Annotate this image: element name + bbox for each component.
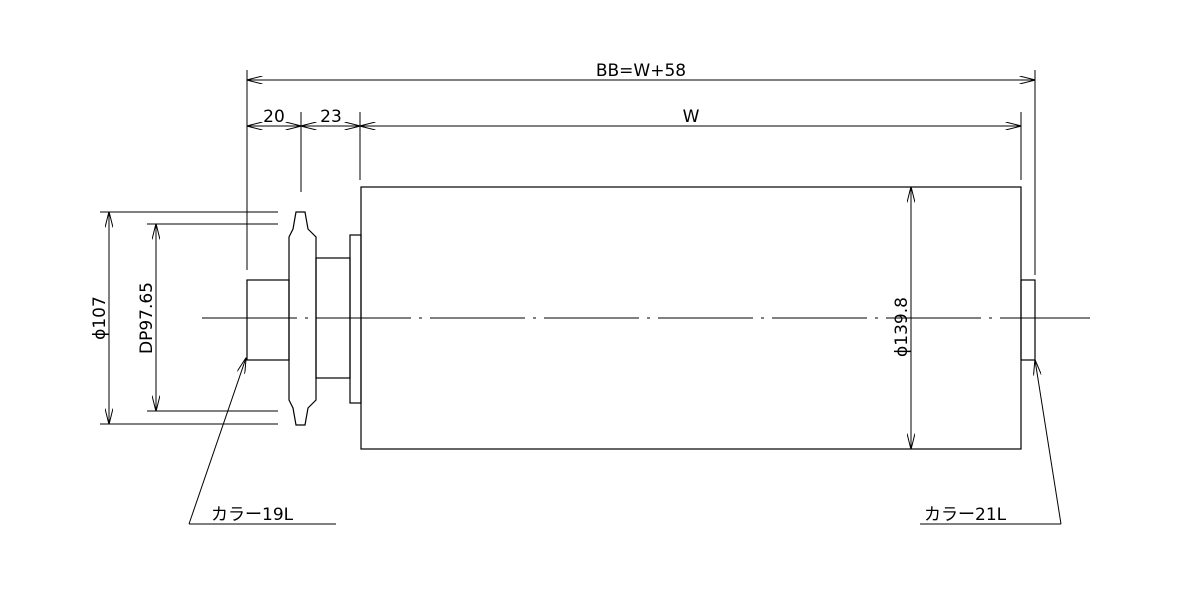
leader-line-right xyxy=(1035,360,1062,525)
right-collar-label: カラー21L xyxy=(924,505,1007,525)
overall-length-label: BB=W+58 xyxy=(596,61,686,81)
face-width-label: W xyxy=(683,107,700,127)
left-collar-label: カラー19L xyxy=(211,505,294,525)
hub-boss xyxy=(349,234,362,404)
hub-offset-label: 23 xyxy=(320,107,342,127)
leader-line-left xyxy=(188,358,246,525)
right-collar xyxy=(1020,279,1036,361)
pitch-diameter-label: DP97.65 xyxy=(137,282,157,354)
left-collar xyxy=(246,279,290,361)
sprocket-flange xyxy=(288,211,317,426)
flange-offset-label: 20 xyxy=(263,107,285,127)
outer-diameter-label: ϕ107 xyxy=(90,296,110,340)
roller-diameter-label: ϕ139.8 xyxy=(892,297,912,357)
